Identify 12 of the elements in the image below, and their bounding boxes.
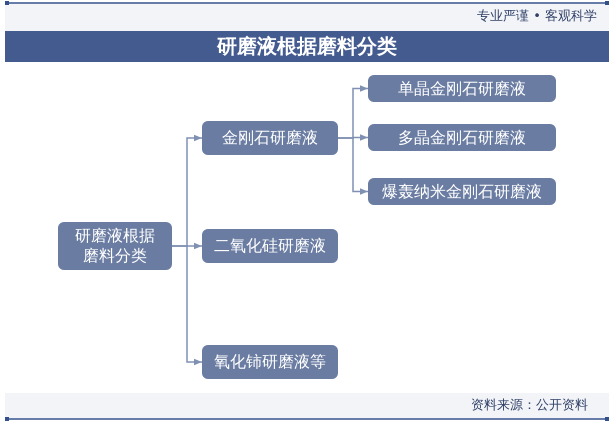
arrow: [172, 245, 202, 366]
category-box: 单晶金刚石研磨液: [368, 75, 556, 102]
source-note: 资料来源：公开资料: [471, 397, 588, 415]
category-box: 爆轰纳米金刚石研磨液: [368, 178, 556, 205]
category-box: 研磨液根据磨料分类: [58, 222, 172, 270]
category-box: 二氧化硅研磨液: [202, 229, 338, 263]
category-box: 金刚石研磨液: [202, 121, 338, 155]
slogan: 专业严谨 • 客观科学: [477, 8, 597, 26]
category-box: 多晶金刚石研磨液: [368, 124, 556, 151]
category-box: 氧化铈研磨液等: [202, 345, 338, 379]
arrow: [338, 137, 368, 195]
title-bar: 研磨液根据磨料分类: [5, 31, 609, 62]
